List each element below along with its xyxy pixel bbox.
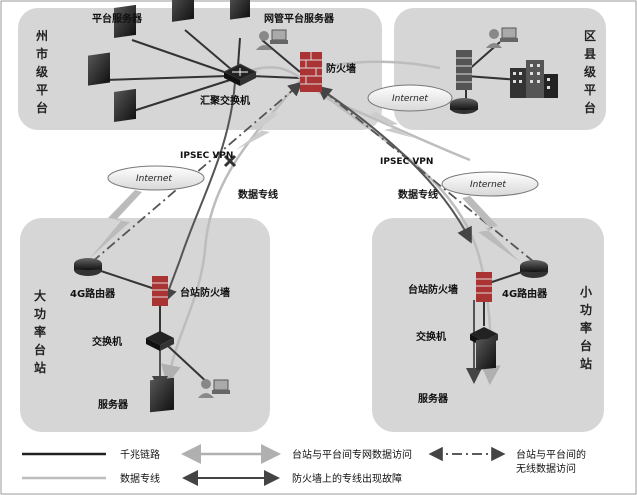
region-label-char: 县	[584, 47, 596, 61]
region-label-char: 台	[34, 342, 46, 357]
region-label-char: 台	[584, 100, 596, 115]
legend-gigabit-label: 千兆链路	[120, 448, 160, 461]
left-firewall-icon	[152, 276, 168, 306]
left-router-icon	[74, 258, 102, 276]
region-label-char: 功	[580, 302, 592, 317]
region-label-char: 级	[36, 64, 48, 79]
region-label-char: 区	[584, 29, 596, 43]
firewall-label: 防火墙	[326, 62, 356, 75]
wireless-bolt-left-icon	[90, 190, 142, 258]
legend-dedicated-label: 数据专线	[120, 472, 160, 485]
region-county	[394, 8, 606, 130]
left-firewall-label: 台站防火墙	[180, 286, 230, 299]
ipsec-right-label: IPSEC VPN	[380, 157, 433, 167]
left-switch-label: 交换机	[92, 335, 122, 348]
workstation-icon	[198, 27, 518, 398]
region-label-char: 台	[36, 100, 48, 115]
region-small-station	[372, 218, 604, 432]
county-firewall-icon	[456, 50, 472, 90]
legend-wireless-access-label-2: 无线数据访问	[516, 462, 576, 475]
core-switch-icon	[222, 63, 258, 86]
right-router-icon	[520, 260, 548, 278]
left-switch-icon	[146, 331, 174, 351]
region-label-char: 台	[580, 338, 592, 353]
right-router-label: 4G路由器	[502, 287, 548, 300]
right-server-label: 服务器	[418, 392, 449, 405]
left-server-icon	[150, 377, 174, 413]
internet-top-label: Internet	[392, 94, 428, 104]
fault-x-icon	[223, 154, 237, 168]
dedicated-right-label: 数据专线	[398, 188, 438, 201]
left-server-label: 服务器	[98, 398, 129, 411]
right-switch-label: 交换机	[416, 330, 446, 343]
ipsec-left-label: IPSEC VPN	[180, 151, 233, 161]
legend-fault-label: 防火墙上的专线出现故障	[292, 472, 402, 485]
internet-cloud-top-icon	[367, 84, 453, 112]
region-big-station	[20, 218, 270, 432]
internet-cloud-right-icon	[441, 171, 539, 197]
region-label-char: 级	[584, 64, 596, 79]
left-router-label: 4G路由器	[70, 287, 116, 300]
region-label-char: 州	[35, 29, 48, 43]
core-switch-label: 汇聚交换机	[200, 94, 250, 107]
nms-servers-label: 网管平台服务器	[264, 12, 335, 25]
firewall-icon	[300, 52, 322, 92]
dedicated-left-label: 数据专线	[238, 188, 278, 201]
right-server-icon	[476, 337, 496, 370]
region-label-char: 小	[580, 284, 592, 299]
platform-server-icon	[88, 0, 250, 122]
internet-cloud-left-icon	[107, 165, 205, 191]
region-label-char: 功	[34, 306, 46, 321]
region-label-char: 平	[36, 83, 48, 97]
region-label-char: 平	[584, 83, 596, 97]
legend-wireless-access-label-1: 台站与平台间的	[516, 448, 586, 461]
right-firewall-label: 台站防火墙	[408, 283, 458, 296]
wireless-bolt-top-icon	[236, 112, 278, 150]
region-label-char: 站	[580, 356, 592, 371]
platform-servers-label: 平台服务器	[92, 12, 143, 25]
right-firewall-icon	[476, 272, 492, 302]
wireless-bolt-right-icon	[462, 196, 520, 262]
legend-private-access-label: 台站与平台间专网数据访问	[292, 448, 412, 461]
internet-left-label: Internet	[136, 174, 172, 184]
region-label-char: 率	[580, 320, 592, 335]
region-label-char: 市	[36, 46, 48, 61]
region-label-char: 率	[34, 324, 46, 339]
county-router-icon	[450, 98, 478, 114]
region-label-char: 站	[34, 360, 46, 375]
wireless-bolt-county-icon	[370, 112, 414, 138]
region-city	[18, 8, 382, 130]
legend: 千兆链路 数据专线 台站与平台间专网数据访问 防火墙上的专线出现故障 台站与平台…	[22, 444, 586, 486]
buildings-icon	[510, 60, 558, 98]
region-label-char: 大	[34, 288, 46, 303]
internet-right-label: Internet	[470, 180, 506, 190]
